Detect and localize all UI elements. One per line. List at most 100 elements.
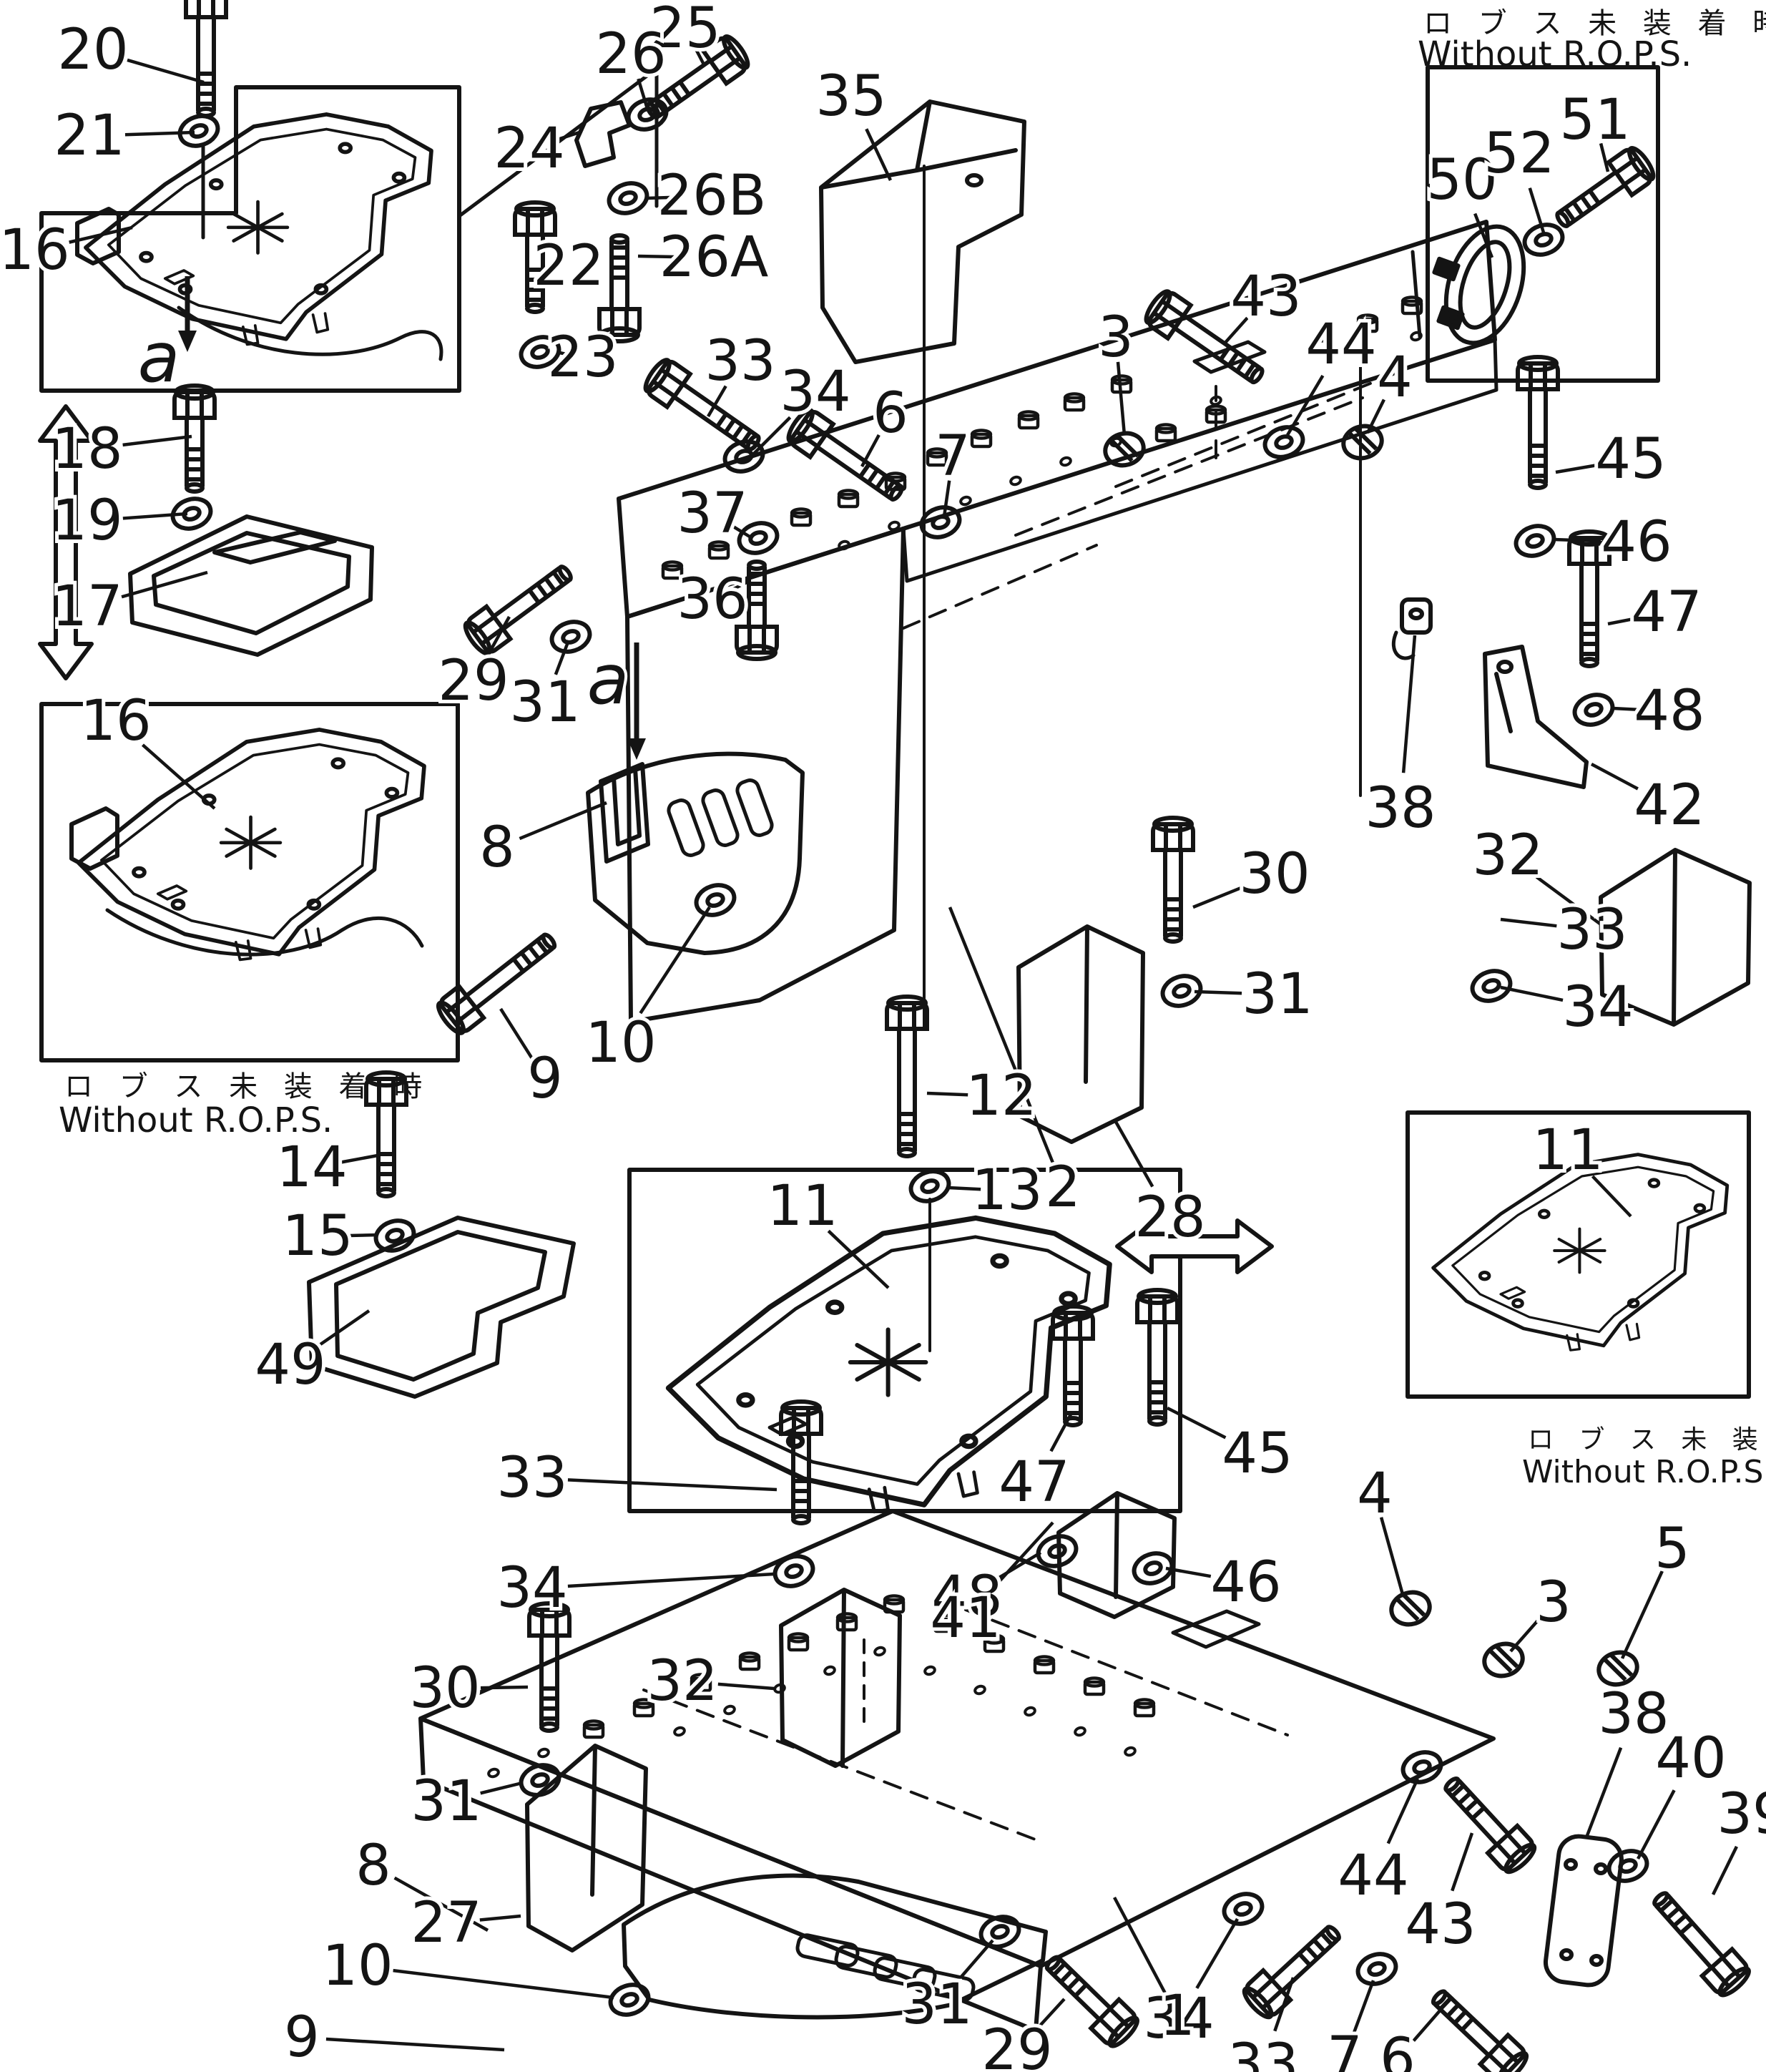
callout-label: 52: [1483, 122, 1554, 186]
bolt-icon: [1443, 1777, 1537, 1875]
nut-icon: [837, 489, 860, 509]
latch-knob-icon: [1596, 1650, 1639, 1687]
callout-label: 24: [494, 117, 564, 181]
nut-icon: [707, 540, 730, 560]
bolt-icon: [1151, 816, 1195, 944]
callout-leader: [1273, 1977, 1295, 2032]
hole-mark: [823, 1665, 836, 1676]
nut-icon: [1033, 1655, 1056, 1675]
part-8-panel-lower: [622, 1873, 1048, 2020]
callout-label: 26A: [659, 225, 769, 290]
part-8-upper-vents: [667, 778, 774, 857]
callout-leader: [1412, 2008, 1443, 2042]
bolt-icon: [885, 995, 929, 1158]
callout-label: 29: [981, 2018, 1052, 2072]
nut-icon: [787, 1632, 810, 1652]
callout-leader: [1114, 1120, 1154, 1188]
callout-leader: [340, 1153, 378, 1164]
callout-label: 46: [1210, 1550, 1281, 1615]
bolt-icon: [779, 1399, 823, 1525]
caption-mid-left-en: Without R.O.P.S.: [59, 1100, 333, 1140]
callout-leader: [647, 195, 683, 200]
bolt-icon: [1652, 1891, 1751, 1998]
caption-top-right-en: Without R.O.P.S.: [1418, 34, 1692, 74]
part-41-bracket: [1056, 1491, 1177, 1619]
washer-icon: [177, 114, 220, 148]
callout-label: 32: [647, 1649, 717, 1714]
caption-mid-left-jp: ロ ブ ス 未 装 着 時: [64, 1070, 431, 1103]
callout-label: 15: [282, 1204, 353, 1269]
callout-label: 44: [1338, 1844, 1408, 1908]
caption-mid-right-jp: ロ ブ ス 未 装 着 時: [1528, 1425, 1766, 1455]
nut-icon: [661, 560, 684, 580]
washer-icon: [919, 505, 962, 539]
part-42-hole: [1496, 660, 1514, 674]
callout-leader: [639, 906, 711, 1015]
nut-icon: [1063, 392, 1086, 412]
callout-leader: [141, 743, 216, 810]
bolt-icon: [513, 200, 557, 314]
callout-label: 47: [999, 1450, 1069, 1515]
hole-mark: [537, 1747, 550, 1759]
latch-knob-icon: [1341, 424, 1384, 461]
callout-leader: [1584, 1746, 1623, 1838]
part-8-lower-vents: [795, 1933, 976, 2002]
inset-box-left-16-without-rops: [39, 702, 460, 1062]
callout-leader: [988, 1521, 1054, 1593]
nut-icon: [883, 1594, 906, 1614]
callout-label: 38: [1365, 776, 1436, 841]
washer-icon: [694, 883, 737, 917]
callout-label: 10: [585, 1011, 656, 1075]
callout-leader: [122, 512, 188, 520]
nut-icon: [738, 1651, 761, 1671]
callout-label: 17: [51, 575, 122, 639]
callout-label: 31: [1242, 962, 1313, 1027]
callout-label: 50: [1426, 148, 1497, 212]
callout-leader: [567, 1478, 777, 1492]
callout-leader: [1509, 1620, 1539, 1653]
callout-label: 2: [1045, 1155, 1081, 1220]
part-17-tray: [128, 514, 374, 657]
washer-icon: [549, 620, 592, 654]
callout-label: 29: [438, 649, 509, 713]
callout-label: 48: [1634, 679, 1704, 743]
callout-label: 34: [1562, 975, 1633, 1040]
callout-label: 47: [1631, 580, 1702, 645]
callout-label: 25: [649, 0, 720, 61]
bolt-icon: [1144, 289, 1265, 385]
callout-label: 34: [496, 1556, 567, 1621]
callout-leader: [637, 78, 649, 109]
callout-leader: [948, 906, 1056, 1166]
callout-leader: [637, 254, 680, 259]
inset-box-top-left-16: [39, 85, 461, 393]
callout-label: 8: [355, 1834, 391, 1898]
hole-mark: [838, 539, 850, 551]
nut-icon: [884, 471, 907, 492]
washer-icon: [908, 1169, 951, 1203]
callout-leader: [1528, 187, 1546, 233]
hole-mark: [973, 1684, 986, 1696]
bolt-icon: [643, 358, 761, 452]
inset-box-right-11-without-rops: [1406, 1110, 1751, 1399]
view-arrow-head: [627, 738, 646, 760]
latch-knob-icon: [1482, 1641, 1525, 1678]
nut-icon: [1400, 295, 1423, 316]
callout-label: 49: [255, 1333, 325, 1397]
washer-icon: [772, 1554, 815, 1588]
callout-leader: [1194, 989, 1242, 995]
callout-leader: [554, 640, 571, 675]
bolt-icon: [527, 1601, 572, 1733]
callout-leader: [827, 1229, 890, 1289]
callout-label: 4: [1377, 346, 1413, 410]
callout-leader: [1535, 875, 1605, 928]
callout-label: 43: [1230, 265, 1301, 329]
part-32-bracket-right: [1599, 848, 1752, 1027]
callout-label: 31: [901, 1973, 972, 2037]
callout-leader: [1590, 763, 1639, 791]
bolt-icon: [645, 34, 750, 119]
callout-label: 46: [1601, 510, 1672, 575]
washer-icon: [608, 1983, 651, 2017]
nut-icon: [1312, 331, 1335, 351]
callout-label: 13: [971, 1158, 1042, 1223]
